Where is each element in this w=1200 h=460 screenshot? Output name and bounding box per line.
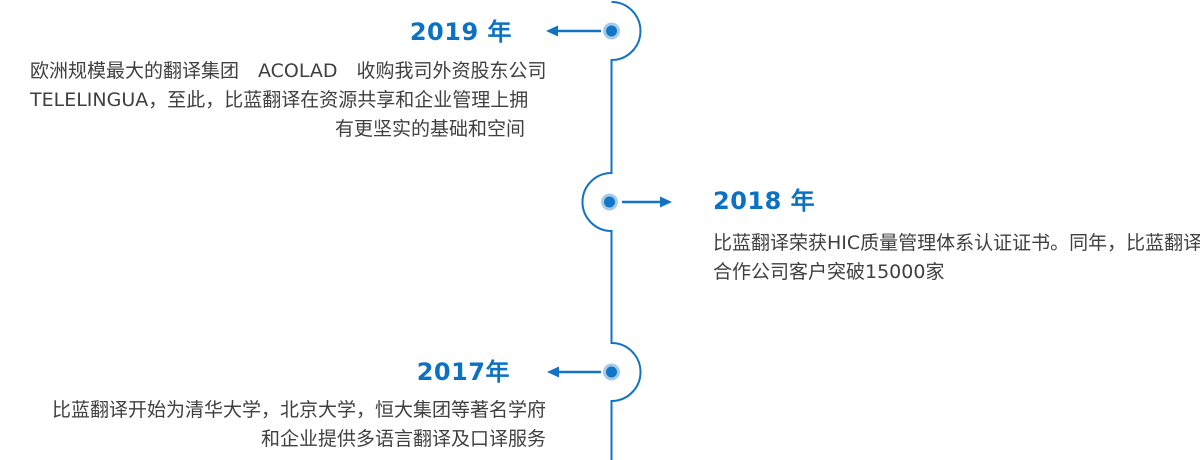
event-description-line: 和企业提供多语言翻译及口译服务 (260, 428, 546, 450)
event-description-line: 比蓝翻译荣获HIC质量管理体系认证证书。同年，比蓝翻译 (713, 232, 1200, 254)
node-dot-2019 (606, 25, 617, 37)
event-description-line: 比蓝翻译开始为清华大学，北京大学，恒大集团等著名学府 (51, 399, 546, 421)
event-description-line: TELELINGUA，至此，比蓝翻译在资源共享和企业管理上拥 (30, 89, 529, 111)
event-year-2018: 2018 年 (713, 187, 816, 215)
node-2019 (546, 22, 620, 40)
event-year-2017: 2017年 (416, 358, 510, 386)
event-description-line: 欧洲规模最大的翻译集团 ACOLAD 收购我司外资股东公司 (30, 60, 547, 82)
event-description-line: 合作公司客户突破15000家 (713, 261, 945, 283)
node-2018 (601, 193, 672, 211)
event-description-2017: 比蓝翻译开始为清华大学，北京大学，恒大集团等著名学府 和企业提供多语言翻译及口译… (30, 396, 546, 454)
event-description-2019: 欧洲规模最大的翻译集团 ACOLAD 收购我司外资股东公司 TELELINGUA… (30, 57, 547, 144)
event-description-line: 有更坚实的基础和空间 (334, 118, 525, 140)
node-dot-2017 (606, 366, 617, 378)
event-year-2019: 2019 年 (409, 18, 512, 46)
arrowhead-left-icon-2019 (546, 25, 558, 37)
arrowhead-left-icon-2017 (547, 366, 559, 378)
node-dot-2018 (604, 196, 615, 208)
node-2017 (547, 363, 620, 381)
timeline-line (581, 1, 642, 460)
arrowhead-right-icon-2018 (660, 196, 672, 208)
event-description-2018: 比蓝翻译荣获HIC质量管理体系认证证书。同年，比蓝翻译 合作公司客户突破1500… (713, 229, 1200, 287)
